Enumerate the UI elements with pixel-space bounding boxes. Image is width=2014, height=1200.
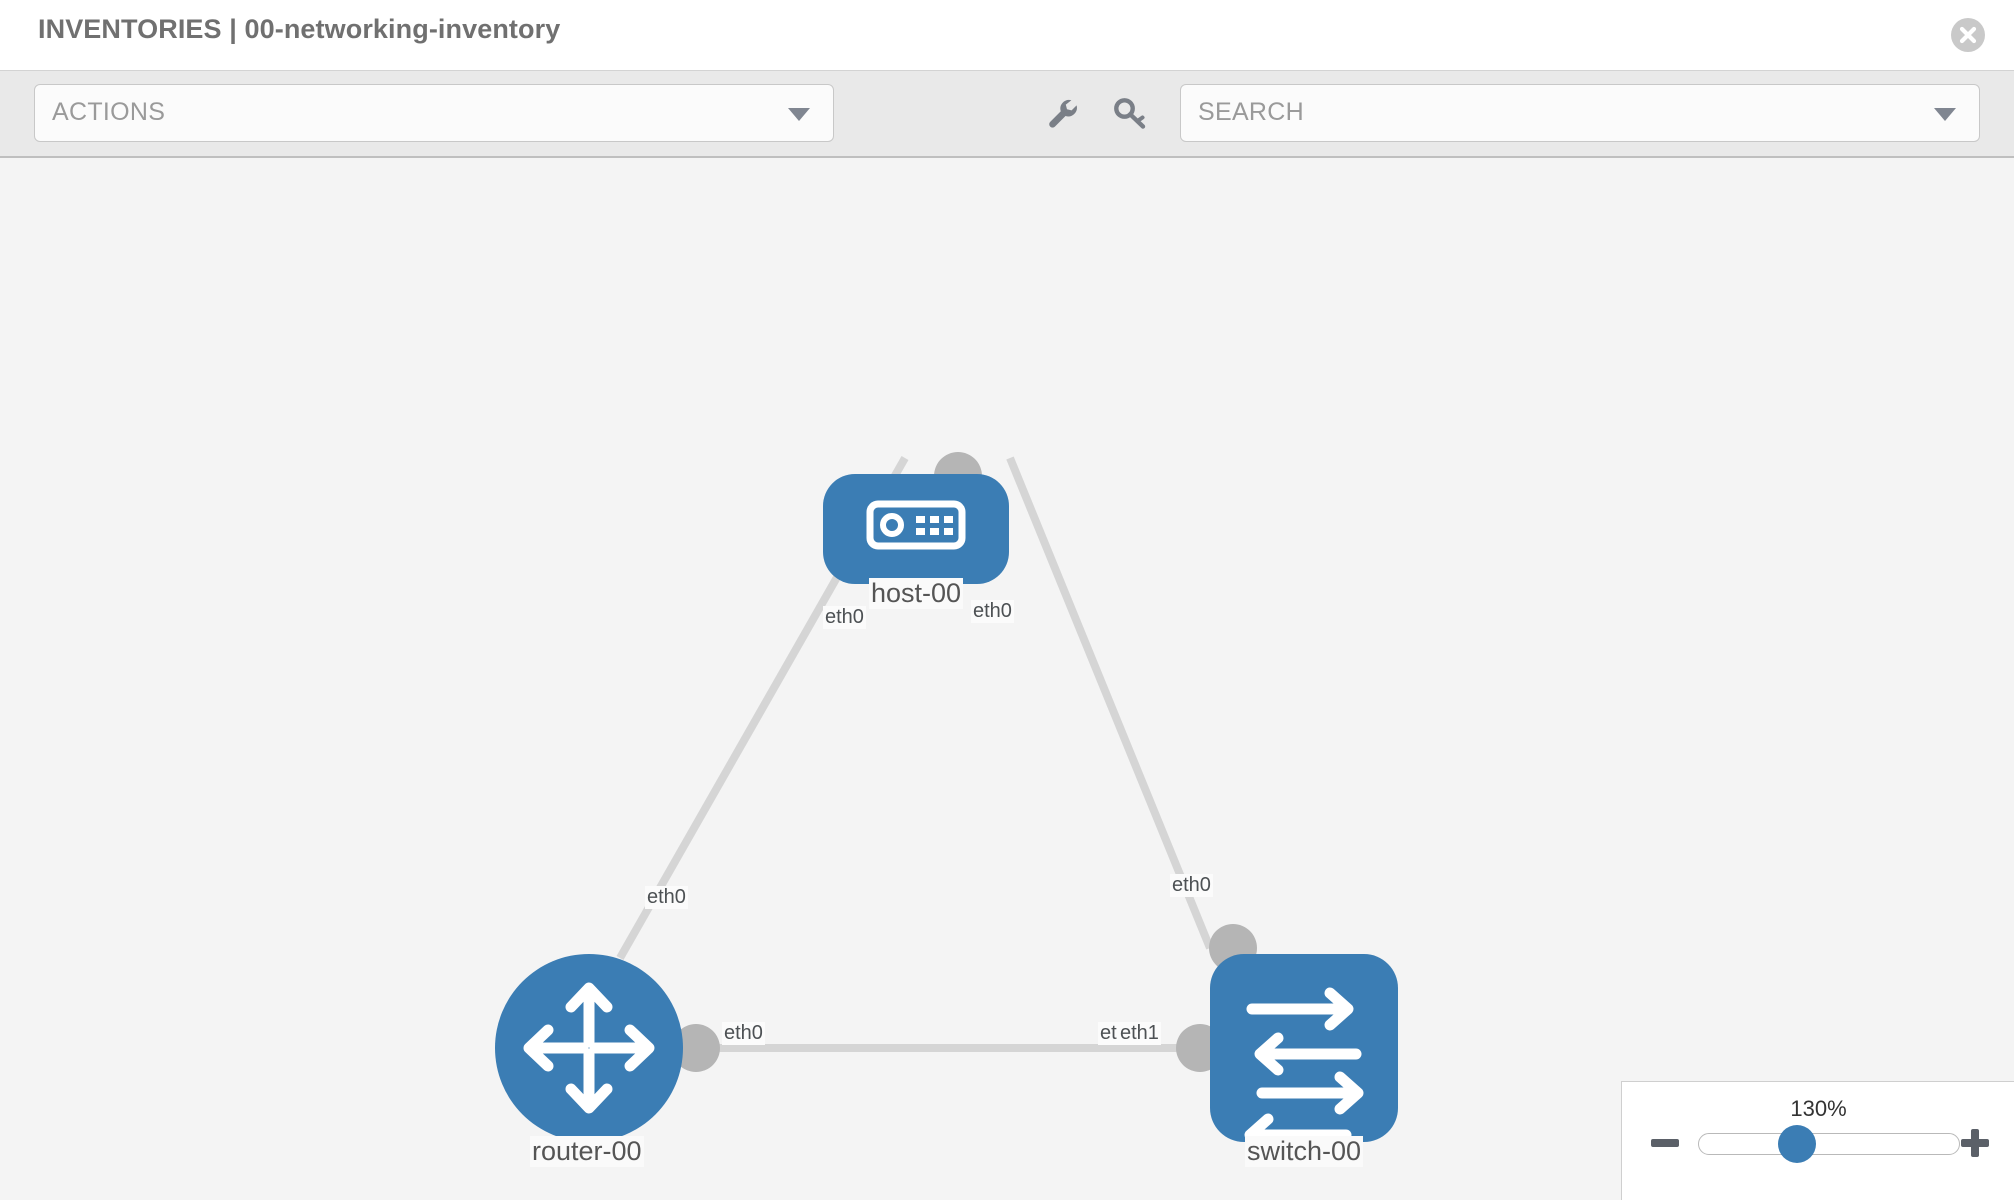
wrench-icon[interactable] <box>1042 93 1082 133</box>
node-switch-00 <box>1210 954 1398 1157</box>
node-label-switch-00: switch-00 <box>1245 1136 1364 1167</box>
iface-label: eth0 <box>722 1022 765 1045</box>
topology-graph <box>495 452 1398 1157</box>
router-arrows-icon <box>523 982 655 1114</box>
iface-label: eth0 <box>971 600 1014 623</box>
iface-label: eth0 <box>1170 874 1213 897</box>
page-title: INVENTORIES | 00-networking-inventory <box>38 14 561 44</box>
actions-dropdown-label: ACTIONS <box>52 98 166 126</box>
iface-label: eth1 <box>1118 1022 1161 1045</box>
minus-icon[interactable] <box>1648 1126 1682 1160</box>
zoom-control: 130% <box>1621 1081 2014 1200</box>
switch-arrows-icon <box>1244 987 1364 1157</box>
node-label-host-00: host-00 <box>869 578 964 609</box>
server-appliance-icon <box>866 500 966 550</box>
title-bar: INVENTORIES | 00-networking-inventory <box>0 0 2014 70</box>
connector-knob <box>672 1024 720 1072</box>
actions-dropdown[interactable]: ACTIONS <box>34 84 834 142</box>
close-icon[interactable] <box>1950 17 1986 53</box>
search-input[interactable]: SEARCH <box>1180 84 1980 142</box>
zoom-percent-label: 130% <box>1790 1096 1847 1121</box>
key-icon[interactable] <box>1110 93 1150 133</box>
node-host-00 <box>823 474 1009 584</box>
edge-host00-switch00 <box>1006 456 1214 950</box>
topology-canvas[interactable]: host-00 router-00 switch-00 eth0 eth0 et… <box>0 158 2014 1200</box>
toolbar: ACTIONS SEARCH <box>0 70 2014 158</box>
plus-icon[interactable] <box>1958 1126 1992 1160</box>
iface-label: eth0 <box>823 606 866 629</box>
node-label-router-00: router-00 <box>530 1136 644 1167</box>
node-router-00 <box>495 954 683 1142</box>
chevron-down-icon <box>788 108 810 121</box>
zoom-slider-track[interactable] <box>1698 1133 1960 1155</box>
search-placeholder: SEARCH <box>1198 98 1304 126</box>
zoom-slider-thumb[interactable] <box>1778 1125 1816 1163</box>
chevron-down-icon <box>1934 108 1956 121</box>
iface-label: eth0 <box>645 886 688 909</box>
